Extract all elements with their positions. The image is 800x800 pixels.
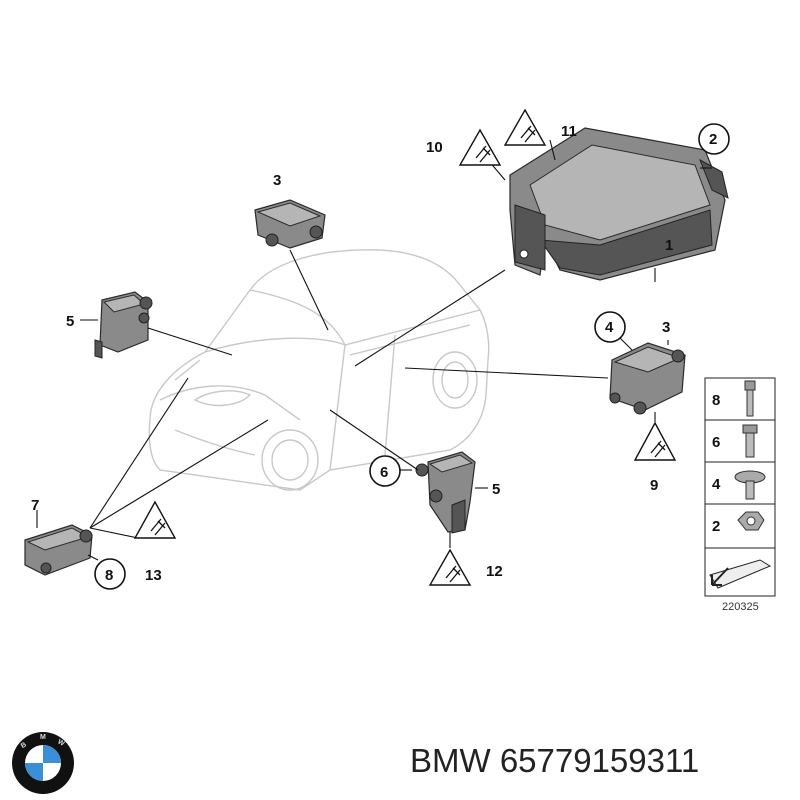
sensor-part-3-upper	[254, 199, 326, 249]
sensor-part-5-left	[94, 291, 153, 359]
legend-item-4: 4	[712, 476, 721, 493]
leader-lines	[36, 139, 712, 561]
legend-item-8: 8	[712, 392, 720, 409]
callout-8: 8	[105, 567, 113, 584]
callout-5-center: 5	[492, 481, 500, 498]
svg-text:M: M	[40, 734, 46, 741]
brand-part-number: BMW 65779159311	[410, 742, 700, 779]
callout-ring-8	[94, 558, 126, 590]
warning-triangle-10	[458, 128, 502, 166]
callout-13: 13	[145, 567, 162, 584]
callout-4: 4	[605, 319, 614, 336]
warning-triangle-11	[503, 108, 547, 146]
svg-text:W: W	[56, 738, 66, 748]
sensor-part-5-center	[415, 451, 476, 534]
screw-icon	[742, 424, 758, 458]
callout-9: 9	[650, 477, 658, 494]
warning-triangle-12	[428, 548, 472, 586]
flat-head-screw-icon	[734, 470, 766, 500]
callout-ring-4	[594, 311, 626, 343]
car-outline	[148, 249, 490, 491]
warning-triangle-13	[133, 500, 177, 539]
arrow-icon	[709, 559, 772, 589]
callout-5-left: 5	[66, 313, 74, 330]
nut-icon	[737, 511, 765, 531]
warning-triangle-9	[633, 421, 677, 461]
bolt-icon	[744, 380, 756, 417]
callout-1: 1	[665, 237, 673, 254]
sensor-part-3-right	[609, 342, 686, 415]
callout-7: 7	[31, 497, 39, 514]
legend-code: 220325	[722, 601, 759, 613]
control-unit-part	[509, 127, 729, 281]
legend-item-6: 6	[712, 434, 720, 451]
callout-2: 2	[709, 131, 717, 148]
callout-ring-6	[369, 455, 401, 487]
legend-item-2: 2	[712, 518, 720, 535]
callout-6: 6	[380, 464, 388, 481]
callout-12: 12	[486, 563, 503, 580]
bmw-logo: B M W	[12, 732, 74, 794]
callout-3-right: 3	[662, 319, 670, 336]
svg-text:B: B	[20, 741, 28, 750]
callout-11: 11	[561, 123, 577, 140]
sensor-part-7	[24, 524, 93, 576]
fastener-legend: 8 6 4 2 220325	[704, 377, 776, 613]
callout-3-upper: 3	[273, 172, 281, 189]
callout-ring-2	[698, 123, 730, 155]
callout-10: 10	[426, 139, 443, 156]
